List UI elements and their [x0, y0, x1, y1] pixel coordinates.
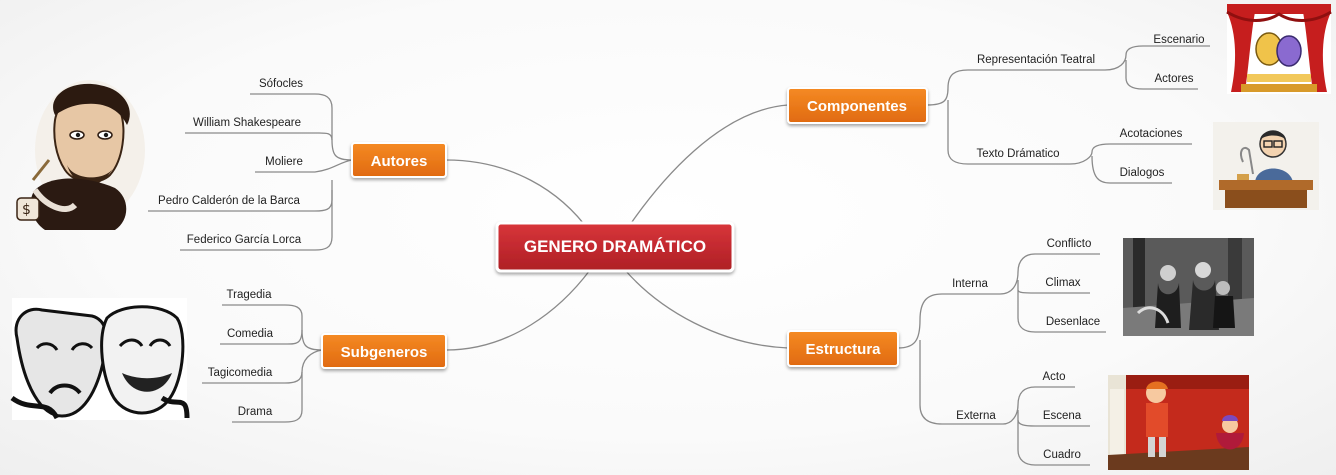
- center-node[interactable]: GENERO DRAMÁTICO: [495, 221, 735, 273]
- connector-center-estructura: [624, 269, 789, 349]
- leaf-tragedia[interactable]: Tragedia: [227, 289, 273, 301]
- svg-text:$: $: [22, 202, 31, 218]
- leaf-moliere[interactable]: Moliere: [265, 156, 303, 168]
- shakespeare-portrait-icon: $: [16, 80, 145, 230]
- branch-subgeneros[interactable]: Subgeneros: [321, 333, 447, 369]
- leaf-tagicomedia[interactable]: Tagicomedia: [208, 367, 273, 379]
- leaf-actores[interactable]: Actores: [1155, 73, 1194, 85]
- leaf-escena[interactable]: Escena: [1043, 410, 1082, 422]
- connector-center-componentes: [624, 104, 789, 233]
- branch-autores[interactable]: Autores: [351, 142, 447, 178]
- connector-center-autores: [445, 159, 591, 233]
- theatre-masks-icon: [10, 298, 190, 420]
- center-label: GENERO DRAMÁTICO: [524, 237, 706, 256]
- connector-estructura-sub: [897, 293, 1000, 349]
- connector-subgeneros-leaves: [222, 304, 323, 351]
- leaf-desenlace[interactable]: Desenlace: [1046, 316, 1100, 328]
- leaf-dialogos[interactable]: Dialogos: [1120, 167, 1165, 179]
- connector-autores-leaves: [250, 93, 353, 161]
- connectors: [148, 45, 1210, 466]
- leaf-comedia[interactable]: Comedia: [227, 328, 274, 340]
- actors-scene-photo-icon: [1123, 238, 1254, 336]
- branch-estructura[interactable]: Estructura: [787, 330, 899, 367]
- leaf-climax[interactable]: Climax: [1045, 277, 1080, 289]
- cartoon-stage-icon: [1108, 375, 1249, 470]
- branch-subgeneros-label: Subgeneros: [341, 344, 428, 361]
- theatre-stage-masks-icon: [1226, 4, 1332, 94]
- sub-texto-dramatico[interactable]: Texto Drámatico: [976, 148, 1059, 160]
- leaf-drama[interactable]: Drama: [238, 406, 273, 418]
- sub-externa[interactable]: Externa: [956, 410, 996, 422]
- leaf-conflicto[interactable]: Conflicto: [1047, 238, 1092, 250]
- branch-estructura-label: Estructura: [805, 341, 881, 358]
- branch-autores-label: Autores: [371, 153, 428, 170]
- connector-componentes-sub: [926, 69, 1105, 106]
- leaf-escenario[interactable]: Escenario: [1153, 34, 1204, 46]
- sub-representacion[interactable]: Representación Teatral: [977, 54, 1095, 66]
- leaf-acotaciones[interactable]: Acotaciones: [1120, 128, 1183, 140]
- writer-at-desk-icon: [1213, 122, 1319, 210]
- leaf-shakespeare[interactable]: William Shakespeare: [193, 117, 301, 129]
- sub-interna[interactable]: Interna: [952, 278, 988, 290]
- leaf-acto[interactable]: Acto: [1042, 371, 1065, 383]
- leaf-calderon[interactable]: Pedro Calderón de la Barca: [158, 195, 301, 207]
- branch-componentes-label: Componentes: [807, 98, 907, 115]
- connector-center-subgeneros: [445, 269, 591, 351]
- leaf-cuadro[interactable]: Cuadro: [1043, 449, 1081, 461]
- leaf-lorca[interactable]: Federico García Lorca: [187, 234, 302, 246]
- branch-componentes[interactable]: Componentes: [787, 87, 928, 124]
- leaf-sofocles[interactable]: Sófocles: [259, 78, 303, 90]
